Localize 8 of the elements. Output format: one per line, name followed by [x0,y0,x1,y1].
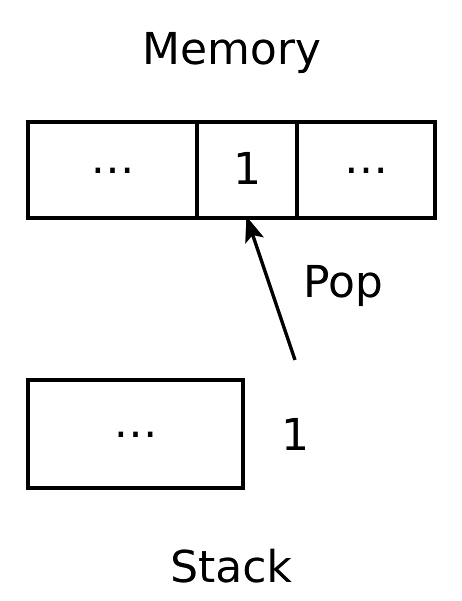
heading: Memory [141,28,322,72]
memory-cell: ⋯ [299,124,433,216]
memory-cell: 1 [195,124,299,216]
stack-box: ⋯ [26,378,245,490]
memory-cell: ⋯ [30,124,195,216]
stack-caption: Stack [169,546,293,590]
edge-label: Pop [303,261,383,305]
value-text: 1 [275,412,315,460]
